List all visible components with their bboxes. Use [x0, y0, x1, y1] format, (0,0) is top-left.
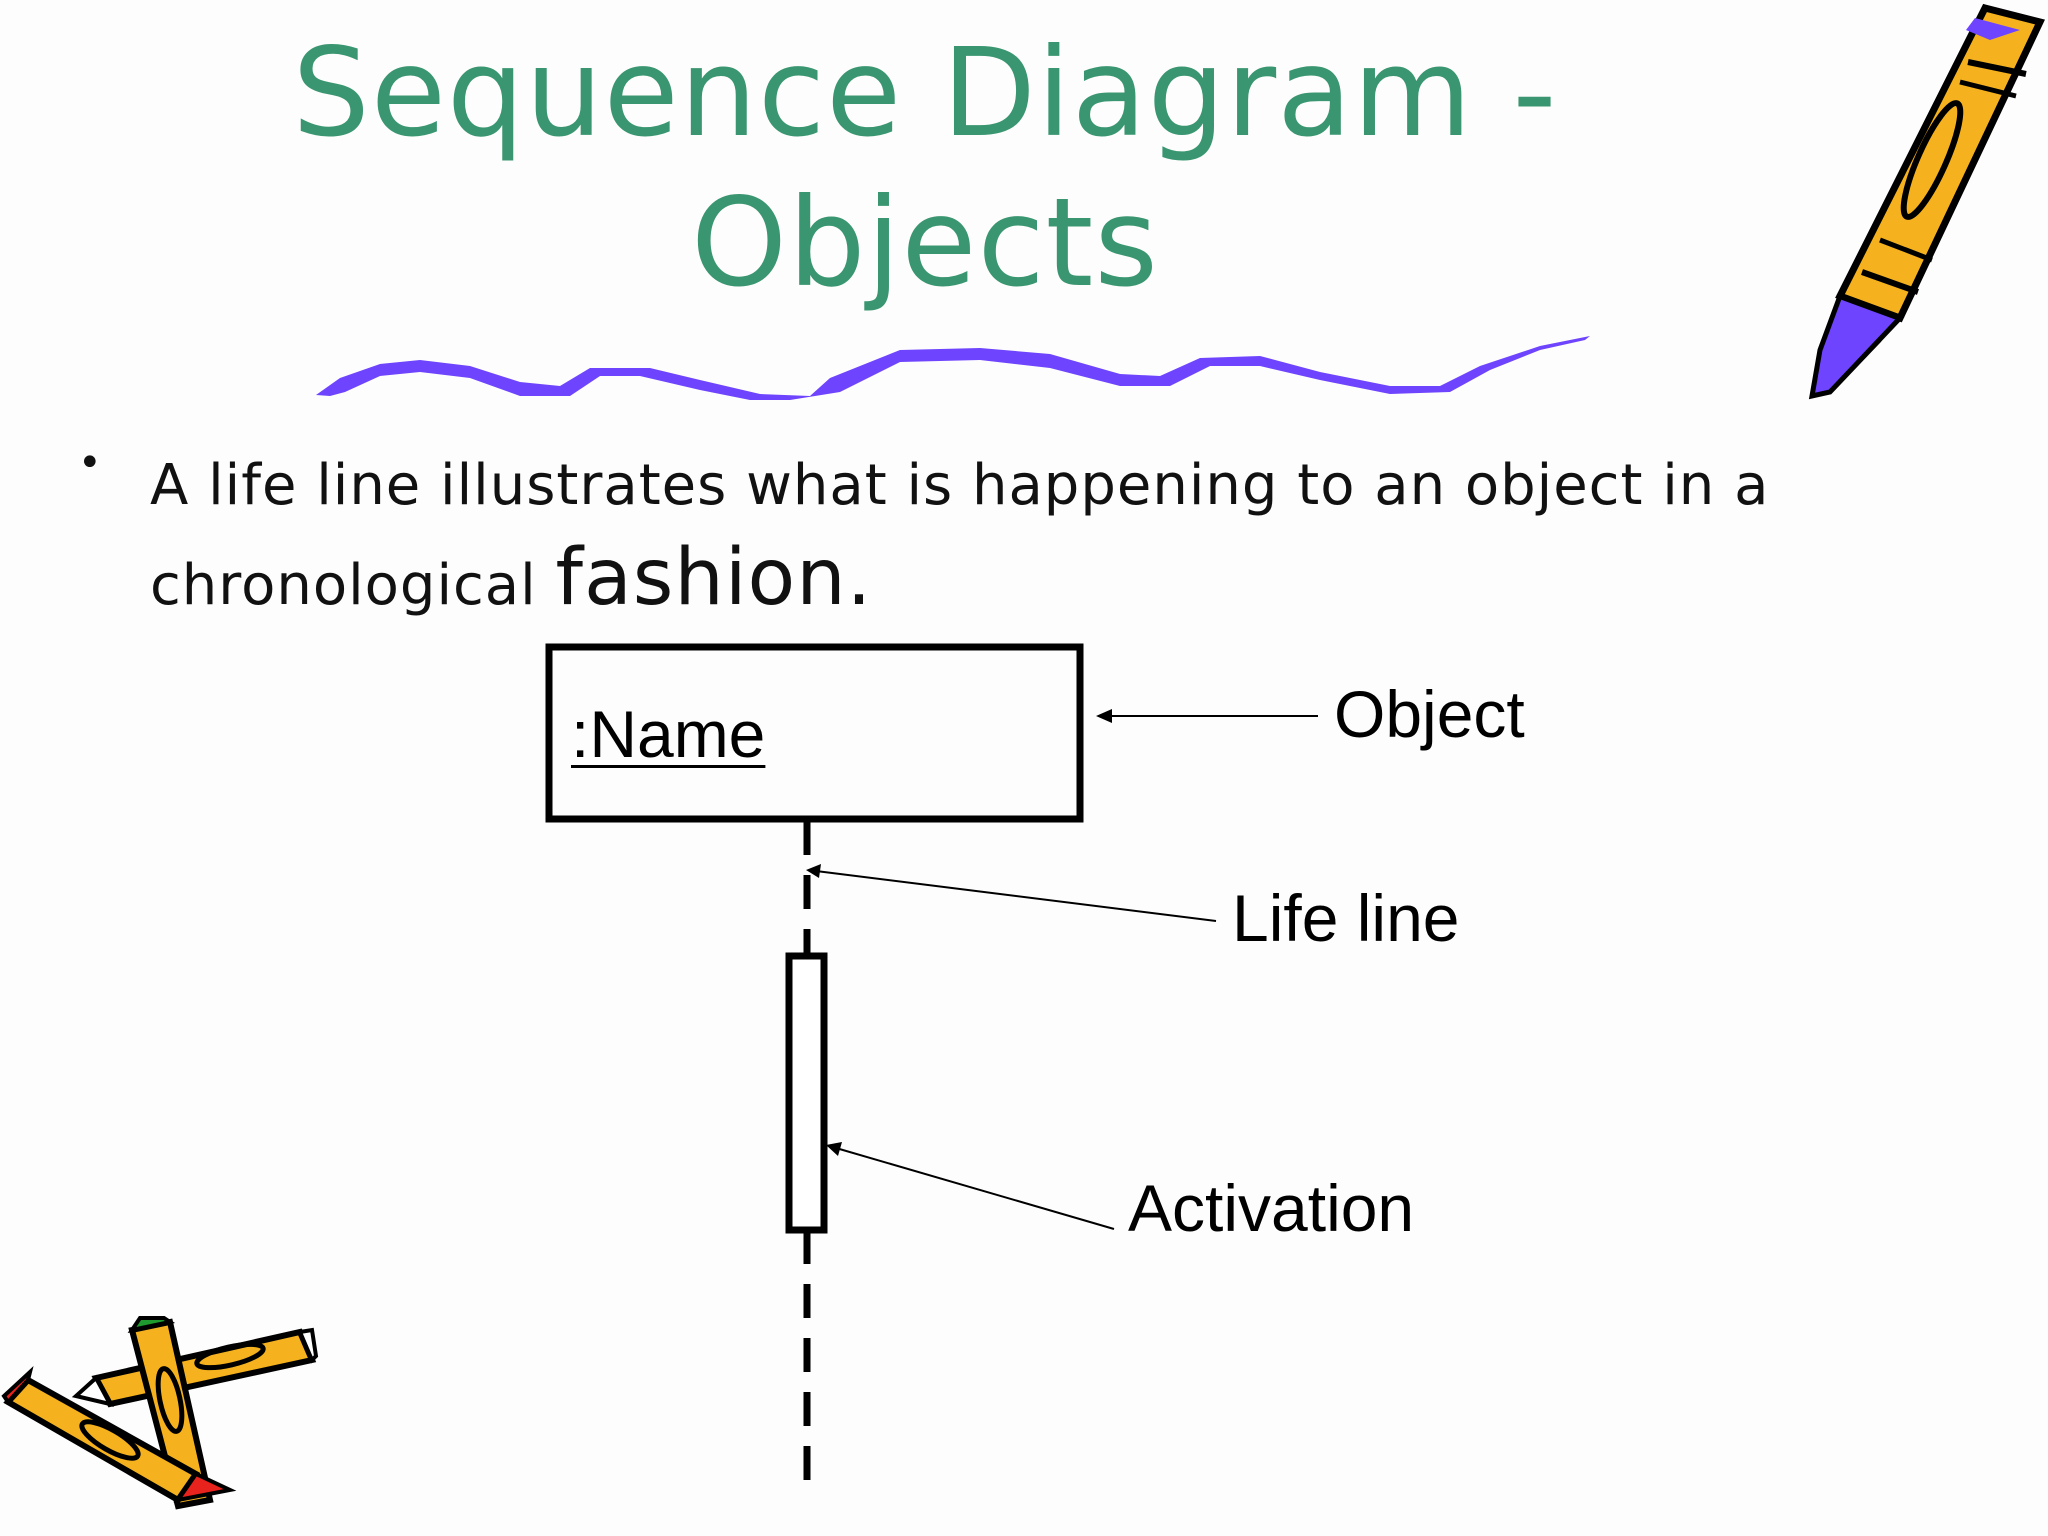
- bullet-text-main: A life line illustrates what is happenin…: [150, 453, 1770, 618]
- callout-object: Object: [1334, 677, 1525, 751]
- object-box: [545, 643, 1084, 823]
- activation-box: [785, 952, 828, 1234]
- lifeline-arrow: [815, 870, 1217, 922]
- activation-arrowhead: [826, 1142, 842, 1156]
- title-line-2: Objects: [691, 172, 1159, 314]
- callout-lifeline: Life line: [1232, 881, 1460, 955]
- crossed-pencils-clipart-icon: [1, 1316, 319, 1510]
- object-arrowhead: [1096, 709, 1112, 723]
- squiggle-underline: [316, 336, 1590, 400]
- activation-arrow: [835, 1147, 1115, 1230]
- callout-activation: Activation: [1128, 1171, 1415, 1245]
- object-name-label: :Name: [571, 697, 766, 771]
- title-line-1: Sequence Diagram -: [292, 22, 1558, 164]
- lifeline-arrowhead: [806, 864, 821, 878]
- bullet-point-marker: •: [78, 440, 102, 486]
- pencil-clipart-icon: [1808, 3, 2045, 400]
- bullet-text-emphasis: fashion.: [555, 533, 873, 623]
- slide-title: Sequence Diagram - Objects: [230, 18, 1620, 318]
- bullet-text: A life line illustrates what is happenin…: [150, 440, 1850, 632]
